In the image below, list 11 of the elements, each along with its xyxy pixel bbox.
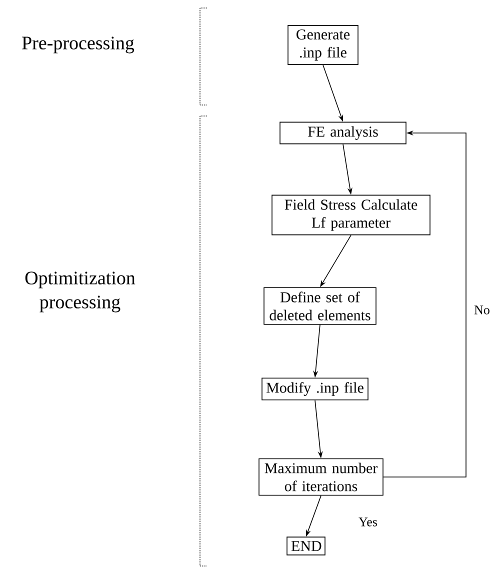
process-box: FE analysis xyxy=(280,122,406,144)
process-box: Maximum number of iterations xyxy=(258,458,384,496)
edge-label: No xyxy=(473,304,491,316)
process-box: Field Stress Calculate Lf parameter xyxy=(272,194,430,236)
section-label: Optimitization processing xyxy=(25,272,136,312)
process-box: Modify .inp file xyxy=(262,378,368,400)
process-box: Generate .inp file xyxy=(288,25,358,65)
process-box: Define set of deleted elements xyxy=(264,287,376,325)
section-label: Pre-processing xyxy=(22,36,134,54)
process-box: END xyxy=(286,536,326,556)
edge-label: Yes xyxy=(358,516,378,528)
